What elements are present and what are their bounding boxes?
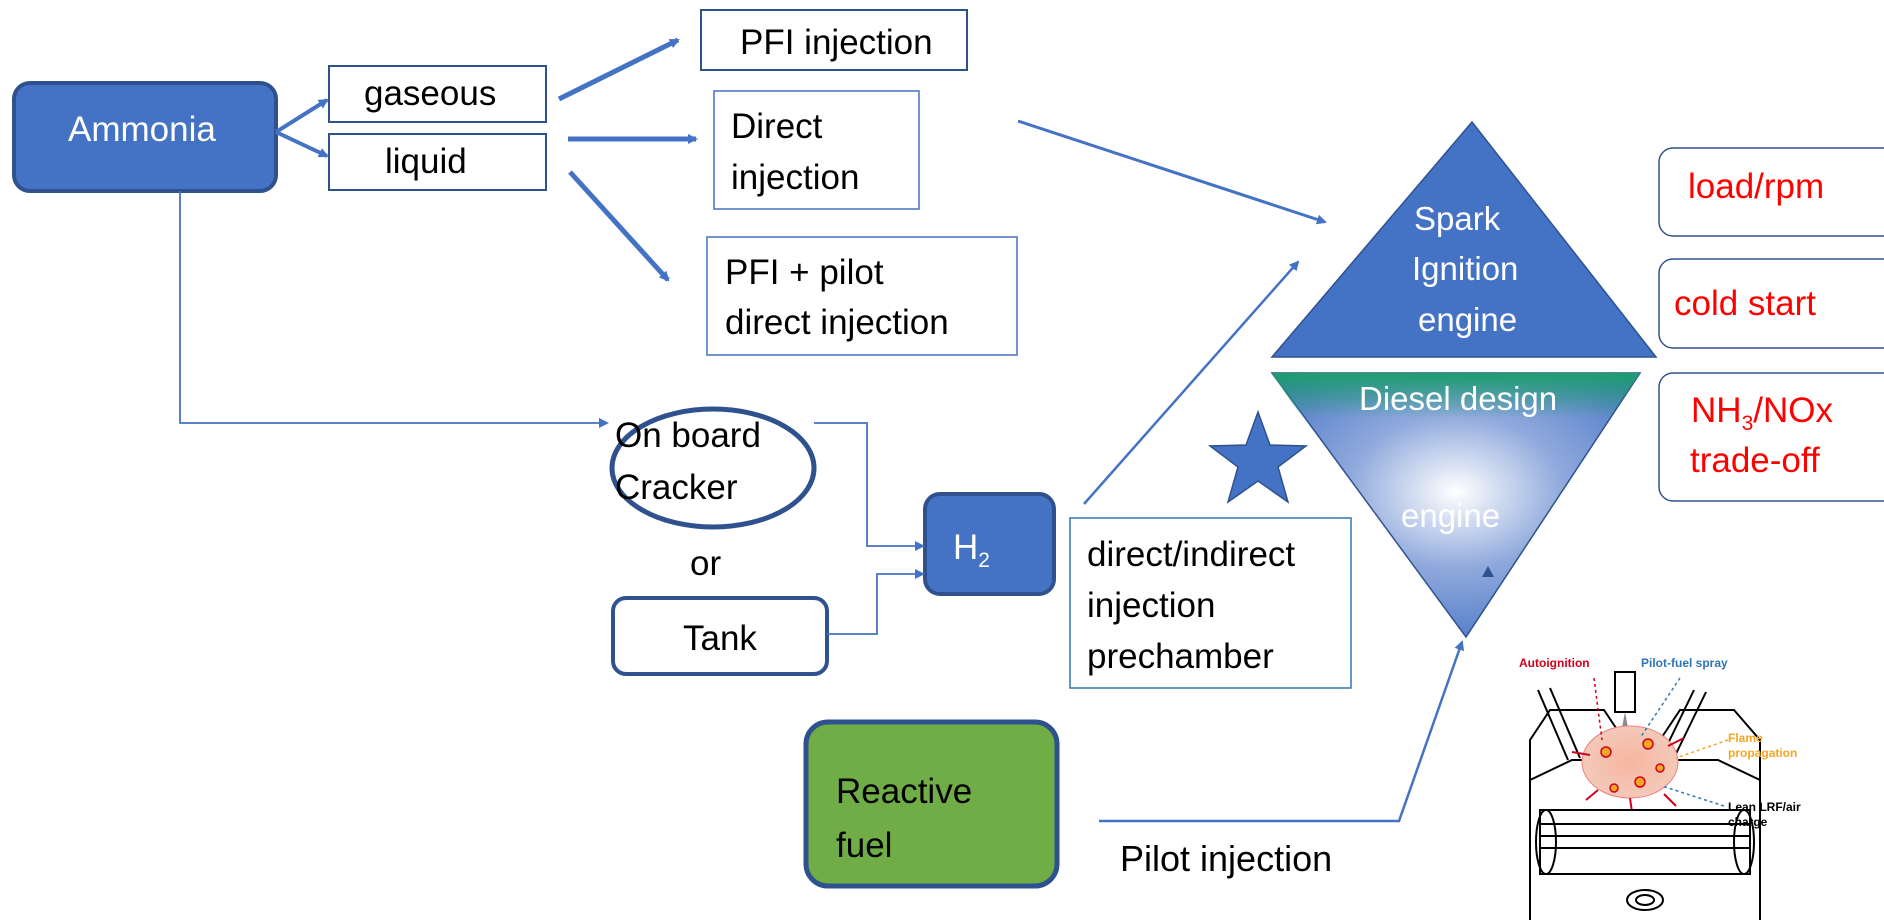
cracker-line2: Cracker — [615, 468, 738, 507]
h2-box — [923, 492, 1056, 596]
ammonia-label: Ammonia — [68, 110, 216, 149]
flame-label-line2: propagation — [1728, 746, 1798, 760]
arrow-ammonia-cracker — [179, 191, 609, 428]
tank-box — [611, 596, 829, 676]
gaseous-label: gaseous — [364, 74, 497, 113]
cracker-line1: On board — [615, 416, 761, 455]
or-label: or — [690, 544, 722, 583]
h2-label: H2 — [953, 528, 990, 572]
pilot-spray-label: Pilot-fuel spray — [1641, 656, 1728, 670]
issue-load-label: load/rpm — [1688, 167, 1825, 206]
reactive-fuel-box — [803, 719, 1060, 889]
lean-label-line1: Lean LRF/air — [1728, 800, 1801, 814]
arrow-ammonia-liquid — [275, 130, 329, 158]
autoignition-label: Autoignition — [1519, 656, 1590, 670]
connector-arrows — [179, 37, 1465, 823]
pilot-injection-label: Pilot injection — [1120, 838, 1333, 879]
pfi-pilot-line1: PFI + pilot — [725, 253, 884, 292]
prechamber-box — [1069, 517, 1352, 689]
pfi-pilot-line2: direct injection — [725, 303, 949, 342]
star-icon — [1207, 409, 1309, 504]
arrow-cracker-h2 — [814, 422, 925, 551]
arrow-tank-h2 — [827, 569, 925, 635]
direct-injection-line2: injection — [731, 158, 860, 197]
issue-tradeoff-line2: trade-off — [1690, 441, 1820, 480]
si-engine-line2: Ignition — [1412, 250, 1519, 287]
small-triangle-marker — [1482, 566, 1494, 577]
issue-tradeoff-line1: NH3/NOx — [1691, 391, 1833, 435]
ammonia-box — [12, 81, 278, 193]
prechamber-line3: prechamber — [1087, 637, 1274, 676]
pfi-pilot-box — [706, 236, 1018, 356]
issue-cold-start-label: cold start — [1674, 284, 1816, 323]
si-engine-line1: Spark — [1414, 200, 1501, 237]
issue-tradeoff-box — [1658, 372, 1884, 502]
direct-injection-line1: Direct — [731, 107, 823, 146]
prechamber-line2: injection — [1087, 586, 1216, 625]
pfi-injection-label: PFI injection — [740, 23, 933, 62]
arrow-pilot-diesel — [1099, 640, 1465, 823]
reactive-fuel-line1: Reactive — [836, 772, 973, 811]
direct-injection-box — [713, 90, 920, 210]
prechamber-line1: direct/indirect — [1087, 535, 1296, 574]
diesel-engine-line1: Diesel design — [1359, 380, 1558, 417]
diesel-teal-band — [1272, 373, 1640, 418]
reactive-fuel-line2: fuel — [836, 826, 893, 865]
pfi-injection-box — [700, 9, 968, 71]
arrow-liquid-pfi-pilot — [568, 170, 670, 282]
flame-label-line1: Flame — [1728, 731, 1763, 745]
gaseous-box — [328, 65, 547, 123]
diesel-engine-line2: engine — [1401, 497, 1501, 534]
engine-illustration — [1498, 658, 1798, 920]
liquid-box — [328, 133, 547, 191]
tank-label: Tank — [683, 619, 757, 658]
cracker-ellipse — [609, 406, 817, 530]
si-engine-triangle — [1270, 120, 1658, 358]
liquid-label: liquid — [385, 142, 467, 181]
arrow-gaseous-pfi — [557, 37, 680, 102]
flame-region — [1581, 725, 1679, 799]
si-engine-line3: engine — [1418, 301, 1518, 338]
arrow-ammonia-gaseous — [274, 98, 329, 134]
arrow-direct-si — [1017, 119, 1327, 225]
issue-load-box — [1658, 147, 1884, 237]
lean-label-line2: charge — [1728, 815, 1768, 829]
arrow-h2-si — [1083, 260, 1300, 505]
issue-cold-start-box — [1658, 258, 1884, 349]
